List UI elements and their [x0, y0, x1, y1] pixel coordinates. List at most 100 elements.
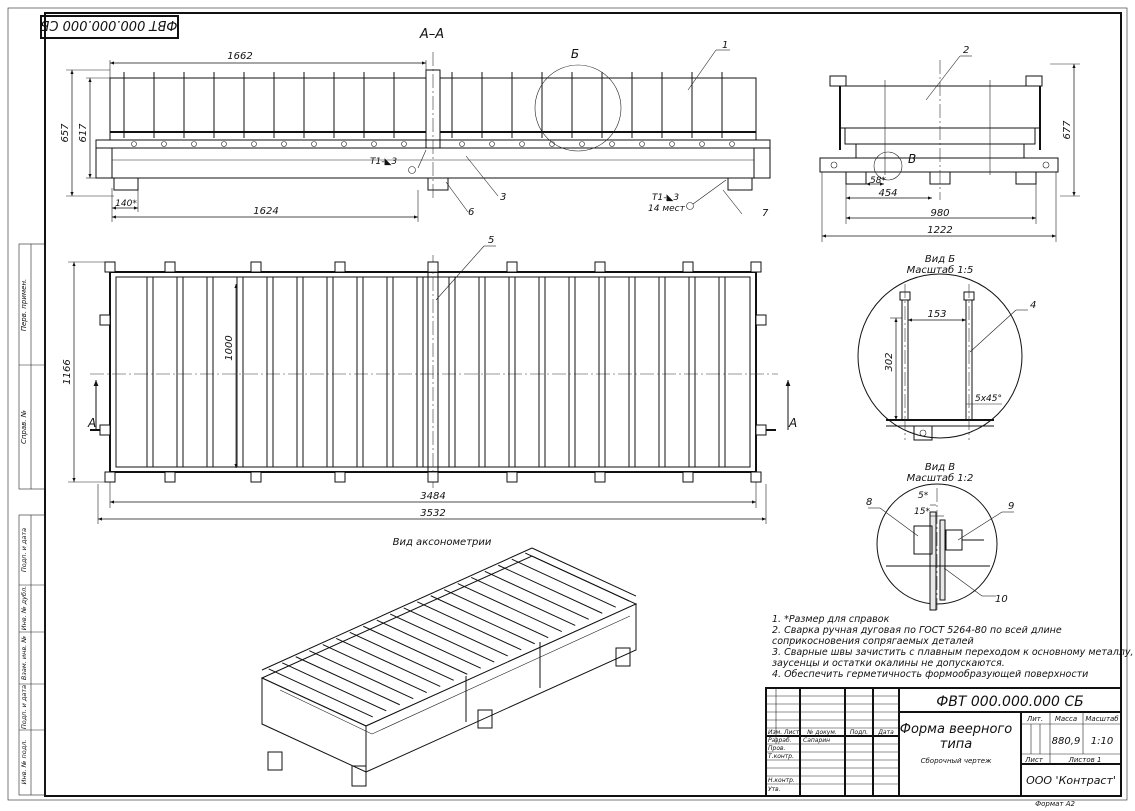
view-v-title: Вид В — [925, 462, 955, 473]
note-1: 1. *Размер для справок — [772, 614, 890, 625]
plan-rib — [206, 276, 214, 468]
title-name-2: типа — [940, 737, 973, 752]
clamp — [427, 261, 439, 273]
title-row-utv: Утв. — [768, 786, 781, 793]
side-label-bottom-2: Инв. № дубл. — [20, 586, 28, 630]
dim-58: 58* — [870, 176, 886, 186]
dim-980: 980 — [930, 208, 949, 219]
callout-4: 4 — [1030, 300, 1036, 311]
front-bolt — [729, 141, 735, 147]
front-bolt — [401, 141, 407, 147]
title-name-1: Форма веерного — [900, 722, 1012, 737]
plan-rib — [146, 276, 154, 468]
callout-8: 8 — [866, 497, 872, 508]
callout-5: 5 — [488, 235, 494, 246]
view-b-title: Вид Б — [925, 254, 955, 265]
note-2: 2. Сварка ручная дуговая по ГОСТ 5264-80… — [772, 625, 1062, 636]
dim-657: 657 — [60, 123, 71, 143]
dim-5x45: 5x45° — [975, 394, 1002, 404]
title-row-prov: Пров. — [768, 745, 786, 752]
clamp — [99, 424, 111, 436]
note-4: 4. Обеспечить герметичность формообразую… — [772, 669, 1088, 680]
plan-rib — [568, 276, 576, 468]
section-letter-right: А — [788, 416, 797, 430]
section-letter-left: А — [87, 416, 96, 430]
clamp — [334, 261, 346, 273]
title-hdr-date: Дата — [877, 729, 894, 736]
plan-rib — [448, 276, 456, 468]
axo-rib — [295, 656, 400, 706]
axo-rib — [484, 570, 589, 620]
technical-notes: 1. *Размер для справок 2. Сварка ручная … — [772, 614, 1133, 680]
clamp — [682, 471, 694, 483]
dim-617: 617 — [78, 123, 89, 143]
dim-5: 5* — [918, 491, 929, 501]
weld-mark-1: T1-◣3 — [370, 157, 397, 167]
side-view — [819, 55, 1080, 242]
view-b-detail — [857, 273, 1028, 441]
title-mass: 880,9 — [1052, 736, 1081, 747]
dim-1222: 1222 — [927, 225, 952, 236]
view-v-detail — [868, 483, 1014, 611]
axo-rib — [457, 583, 562, 633]
view-v-scale: Масштаб 1:2 — [907, 472, 974, 484]
callout-9: 9 — [1008, 501, 1014, 512]
dim-15: 15* — [914, 507, 930, 517]
plan-rib — [538, 276, 546, 468]
callout-1: 1 — [722, 40, 728, 51]
front-bolt — [639, 141, 645, 147]
axo-rib — [444, 589, 549, 639]
plan-rib — [176, 276, 184, 468]
clamp — [755, 424, 767, 436]
clamp — [250, 261, 262, 273]
axo-rib — [417, 601, 522, 651]
title-col-lit: Лит. — [1026, 715, 1043, 723]
axo-rib — [309, 650, 414, 700]
plan-rib — [688, 276, 696, 468]
front-ribs — [123, 72, 735, 147]
title-code: ФВТ 000.000.000 СБ — [936, 694, 1084, 710]
front-bolt — [131, 141, 137, 147]
dim-3532: 3532 — [420, 508, 445, 519]
callout-3: 3 — [500, 192, 506, 203]
axo-rib — [390, 613, 495, 663]
side-label-bottom-4: Подп. и дата — [20, 685, 28, 729]
callout-6: 6 — [468, 207, 474, 218]
axo-rib — [322, 644, 427, 694]
clamp — [682, 261, 694, 273]
clamp — [99, 314, 111, 326]
front-bolt — [519, 141, 525, 147]
note-2-cont: соприкосновения сопрягаемых деталей — [772, 636, 974, 647]
title-org: ООО 'Контраст' — [1026, 774, 1116, 787]
front-bolt — [371, 141, 377, 147]
plan-rib — [718, 276, 726, 468]
dim-1662: 1662 — [227, 51, 252, 62]
sheet-format: Формат A2 — [1035, 800, 1075, 808]
axo-rib — [363, 625, 468, 675]
section-label-aa: А–А — [419, 27, 444, 42]
axo-rib — [403, 607, 508, 657]
clamp — [506, 261, 518, 273]
side-label-bottom-5: Инв. № подл. — [20, 740, 28, 785]
clamp — [755, 314, 767, 326]
axonometric-label: Вид аксонометрии — [393, 537, 492, 548]
dims-section-aa — [66, 49, 743, 222]
title-block — [765, 687, 1122, 797]
front-bolt — [579, 141, 585, 147]
front-bolt — [161, 141, 167, 147]
plan-rib — [628, 276, 636, 468]
front-bolt — [489, 141, 495, 147]
section-view-aa — [95, 52, 771, 200]
clamp — [250, 471, 262, 483]
front-bolt — [251, 141, 257, 147]
front-bolt — [459, 141, 465, 147]
axo-rib — [376, 619, 481, 669]
axo-rib — [525, 552, 630, 602]
front-bolt — [609, 141, 615, 147]
plan-rib — [416, 276, 424, 468]
title-row-razrab: Разраб. — [768, 737, 792, 744]
clamp — [506, 471, 518, 483]
weld-mark-2: T1-◣3 — [652, 193, 679, 203]
dim-1166: 1166 — [62, 359, 73, 384]
